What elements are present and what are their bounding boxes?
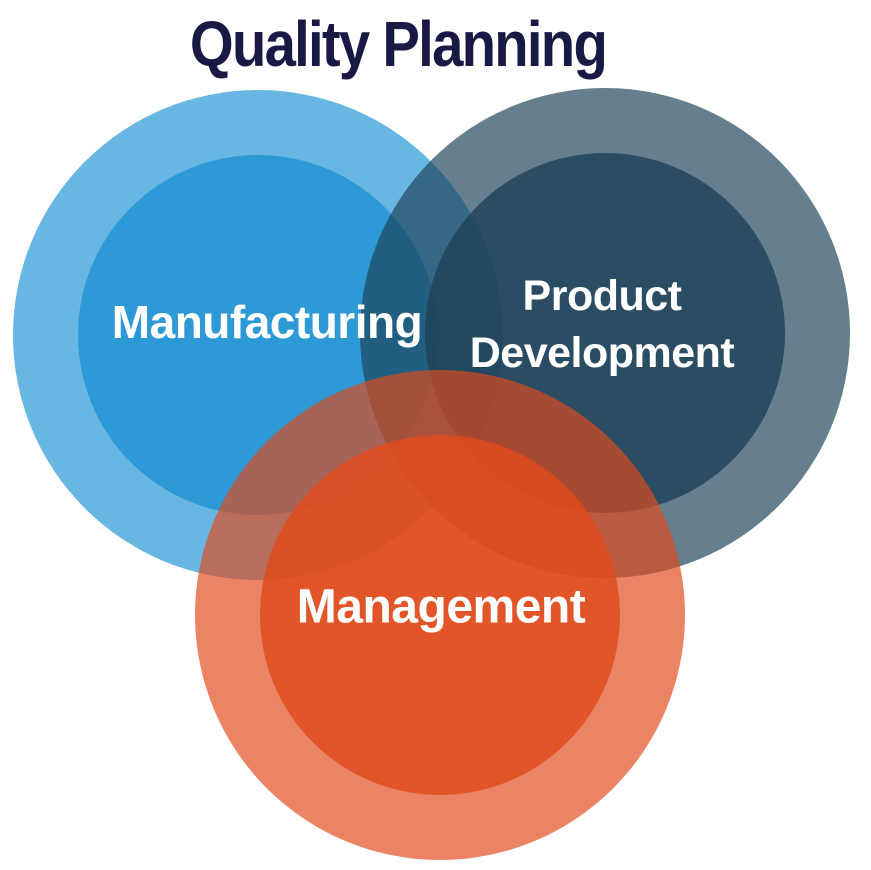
product-development-label-line2: Development (469, 329, 735, 377)
product-development-label: Product Development (470, 268, 735, 382)
manufacturing-label: Manufacturing (111, 296, 423, 348)
management-label: Management (296, 580, 586, 634)
management-circle-inner (260, 435, 620, 795)
product-development-label-line1: Product (522, 272, 682, 320)
diagram-title: Quality Planning (189, 8, 608, 80)
